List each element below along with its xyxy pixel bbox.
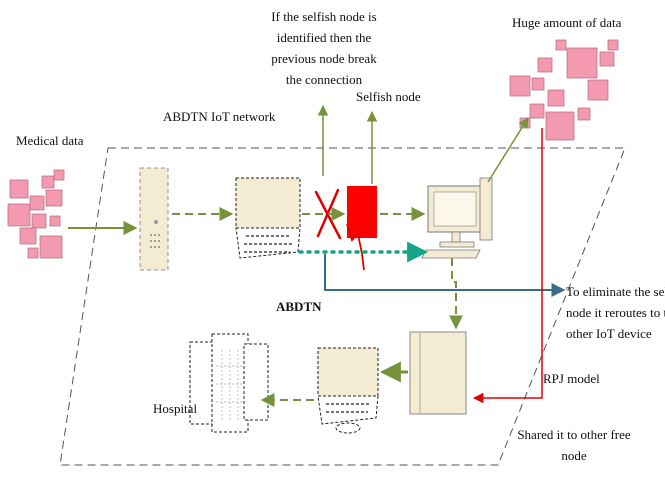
server-device [140,168,168,270]
label-medical-data: Medical data [16,130,84,151]
hospital-building [190,334,268,432]
note-line: node it reroutes to the [566,302,665,323]
intermediate-node-device [318,348,378,433]
note-line: identified then the [254,27,394,48]
huge-data-cluster [510,40,618,140]
arrow-rpj-red [474,128,542,398]
note-line: previous node break [254,48,394,69]
label-huge-data: Huge amount of data [512,12,621,33]
arrow-reroute-blue [325,254,564,290]
note-line: Shared it to other free [508,424,640,445]
abdtn-node-device [236,178,300,258]
note-line: If the selfish node is [254,6,394,27]
label-selfish-break-note: If the selfish node is identified then t… [254,6,394,90]
label-shared-note: Shared it to other free node [508,424,640,466]
label-selfish-node: Selfish node [356,86,421,107]
storage-device [410,332,466,414]
note-line: node [508,445,640,466]
label-reroute-note: To eliminate the selfish node it reroute… [566,281,665,344]
label-hospital: Hospital [153,398,197,419]
note-line: To eliminate the selfish [566,281,665,302]
arrow-computer-to-storage [452,258,456,328]
label-abdtn: ABDTN [276,296,322,317]
label-rpj-model: RPJ model [543,368,600,389]
computer-device [422,178,492,258]
note-line: other IoT device [566,323,665,344]
arrow-computer-to-data [488,118,528,182]
label-network: ABDTN IoT network [163,106,275,127]
medical-data-cluster [8,170,64,258]
selfish-node-block [347,186,377,270]
